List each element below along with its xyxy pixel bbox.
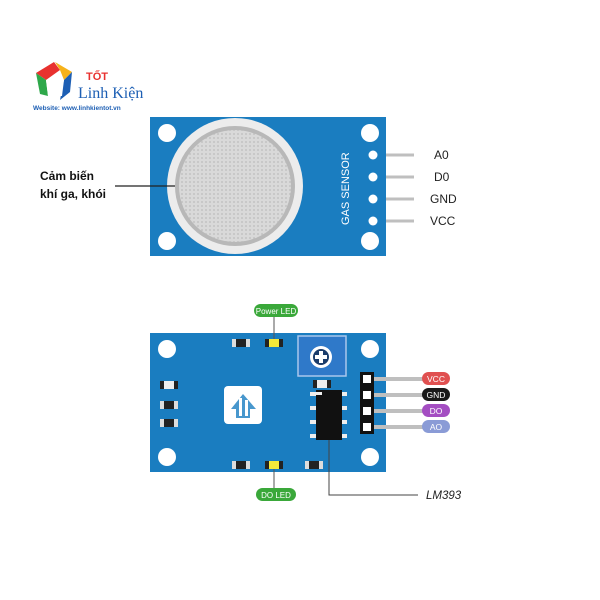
mount-hole <box>158 232 176 250</box>
silkscreen-gas-sensor: GAS SENSOR <box>340 152 352 225</box>
pin-pad <box>368 216 378 226</box>
pin-pad <box>368 172 378 182</box>
power-led-label: Power LED <box>256 307 297 316</box>
pin-leg <box>386 153 414 157</box>
bottom-pcb-board <box>150 333 386 472</box>
do-led-component <box>265 461 283 469</box>
gas-sensor-head <box>167 118 303 254</box>
mount-hole <box>361 124 379 142</box>
pin-badge-label: DO <box>430 406 443 416</box>
smd-led <box>160 381 178 389</box>
pin-pad <box>368 150 378 160</box>
pin-socket <box>363 407 371 415</box>
brand-logo: TỐT Linh Kiện Website: www.linhkientot.v… <box>33 62 143 112</box>
mount-hole <box>158 448 176 466</box>
mount-hole <box>361 340 379 358</box>
callout-text-line2: khí ga, khói <box>40 187 106 201</box>
do-led-label: DO LED <box>261 491 291 500</box>
pin-badge-label: GND <box>427 390 446 400</box>
lm393-callout-line <box>328 440 418 496</box>
pin-badge-vcc: VCC <box>422 372 450 385</box>
bottom-pin-header <box>360 372 424 434</box>
brand-name-text: Linh Kiện <box>78 85 143 102</box>
brand-top-text: TỐT <box>86 69 108 83</box>
pin-wire <box>374 425 424 429</box>
pin-badge-do: DO <box>422 404 450 417</box>
pin-leg <box>386 219 414 223</box>
pin-wire <box>374 393 424 397</box>
potentiometer <box>297 335 347 377</box>
callout-text-line1: Cảm biến <box>40 169 94 183</box>
pin-label-gnd: GND <box>430 192 457 206</box>
power-led-component <box>265 339 283 347</box>
bottom-sensor-module: VCC GND DO AO Power LED DO LED LM393 <box>150 304 462 502</box>
top-pin-header: A0 D0 GND VCC <box>368 148 457 228</box>
mount-hole <box>158 340 176 358</box>
board-logo-icon <box>224 386 262 424</box>
smd-resistor <box>160 401 178 409</box>
top-sensor-module: GAS SENSOR A0 D0 GND VCC Cảm biến khí ga… <box>40 117 457 256</box>
smd-capacitor <box>313 380 331 388</box>
pin-badge-label: AO <box>430 422 443 432</box>
pin-leg <box>386 197 414 201</box>
smd-resistor <box>232 461 250 469</box>
smd-resistor <box>232 339 250 347</box>
pin-badge-ao: AO <box>422 420 450 433</box>
lm393-label: LM393 <box>426 490 462 502</box>
mount-hole <box>361 448 379 466</box>
smd-resistor <box>160 419 178 427</box>
power-led-badge: Power LED <box>254 304 298 339</box>
mount-hole <box>361 232 379 250</box>
pin-badge-gnd: GND <box>422 388 450 401</box>
smd-resistor <box>305 461 323 469</box>
pin-label-d0: D0 <box>434 170 450 184</box>
do-led-badge: DO LED <box>256 469 296 501</box>
pin-socket <box>363 423 371 431</box>
pin-badge-label: VCC <box>427 374 445 384</box>
pin-socket <box>363 375 371 383</box>
website-text: Website: www.linhkientot.vn <box>33 105 121 112</box>
pin-label-vcc: VCC <box>430 214 456 228</box>
pin-leg <box>386 175 414 179</box>
pin-pad <box>368 194 378 204</box>
mount-hole <box>158 124 176 142</box>
logo-mark-icon <box>36 62 72 100</box>
lm393-chip <box>310 390 347 440</box>
pin-wire <box>374 377 424 381</box>
pin-socket <box>363 391 371 399</box>
pin-wire <box>374 409 424 413</box>
pin-label-a0: A0 <box>434 148 449 162</box>
